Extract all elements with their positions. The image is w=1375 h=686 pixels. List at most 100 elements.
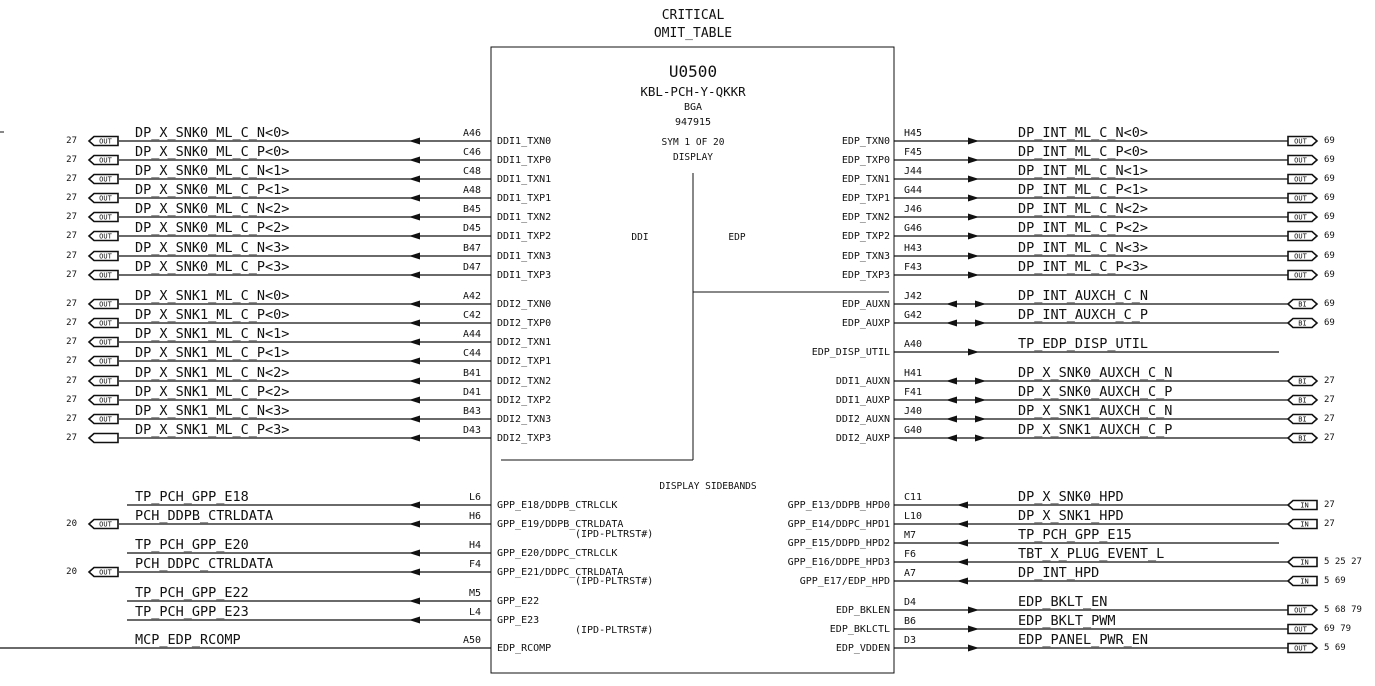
net-label: DP_X_SNK0_HPD bbox=[1018, 489, 1124, 505]
pin-label: DDI2_TXN1 bbox=[497, 337, 551, 348]
direction-arrow bbox=[975, 319, 986, 327]
net-label: DP_INT_ML_C_P<1> bbox=[1018, 182, 1148, 198]
pin-number: H45 bbox=[904, 128, 922, 139]
page-ref: 27 bbox=[66, 414, 77, 424]
port-tag-label: OUT bbox=[1294, 157, 1307, 165]
pin-label: EDP_RCOMP bbox=[497, 643, 551, 654]
net-label: DP_INT_ML_C_N<2> bbox=[1018, 201, 1148, 217]
net-label: DP_X_SNK0_ML_C_N<1> bbox=[135, 163, 289, 179]
net-label: DP_X_SNK0_ML_C_N<2> bbox=[135, 201, 289, 217]
pin-number: D3 bbox=[904, 635, 916, 646]
pin-label: EDP_BKLCTL bbox=[830, 624, 890, 635]
part-number: 947915 bbox=[675, 117, 711, 128]
pin-number: A40 bbox=[904, 339, 922, 350]
pin-number: F41 bbox=[904, 387, 922, 398]
pin-label: GPP_E17/EDP_HPD bbox=[800, 576, 890, 587]
port-tag-label: OUT bbox=[1294, 176, 1307, 184]
pin-number: F45 bbox=[904, 147, 922, 158]
port-tag-label: OUT bbox=[99, 272, 112, 280]
page-ref: 20 bbox=[66, 567, 77, 577]
direction-arrow bbox=[409, 194, 420, 202]
out-port-tag bbox=[87, 355, 119, 367]
port-tag-label: BI bbox=[1298, 416, 1306, 424]
pin-label: EDP_AUXN bbox=[842, 299, 890, 310]
in-port-tag bbox=[1286, 499, 1318, 511]
port-tag-label: OUT bbox=[1294, 626, 1307, 634]
port-tag-label: OUT bbox=[99, 214, 112, 222]
pin-label: DDI2_TXP1 bbox=[497, 356, 551, 367]
pin-number: J46 bbox=[904, 204, 922, 215]
net-label: DP_X_SNK1_ML_C_P<3> bbox=[135, 422, 289, 438]
pin-number: B6 bbox=[904, 616, 916, 627]
page-ref: 27 bbox=[66, 231, 77, 241]
page-ref: 69 bbox=[1324, 174, 1335, 184]
left-pin-row: GPP_E19/DDPB_CTRLDATAH6(IPD-PLTRST#)PCH_… bbox=[66, 508, 653, 540]
net-label: DP_X_SNK0_ML_C_N<3> bbox=[135, 240, 289, 256]
pin-label: DDI2_TXN0 bbox=[497, 299, 551, 310]
pin-label: GPP_E14/DDPC_HPD1 bbox=[788, 519, 890, 530]
port-tag-label: OUT bbox=[99, 397, 112, 405]
page-ref: 27 bbox=[66, 251, 77, 261]
port-tag-label: OUT bbox=[1294, 214, 1307, 222]
pin-number: G46 bbox=[904, 223, 922, 234]
pin-number: A7 bbox=[904, 568, 916, 579]
port-tag-label: OUT bbox=[99, 138, 112, 146]
direction-arrow bbox=[968, 137, 979, 145]
pin-number: B45 bbox=[463, 204, 481, 215]
pin-label: DDI2_TXN2 bbox=[497, 376, 551, 387]
page-ref: 27 bbox=[66, 212, 77, 222]
page-ref: 27 bbox=[66, 395, 77, 405]
net-label: DP_X_SNK1_ML_C_P<0> bbox=[135, 307, 289, 323]
out-port-tag bbox=[87, 269, 119, 281]
pin-label: DDI1_TXN0 bbox=[497, 136, 551, 147]
pin-label: GPP_E22 bbox=[497, 596, 539, 607]
page-ref: 20 bbox=[66, 519, 77, 529]
pin-label: DDI1_AUXP bbox=[836, 395, 890, 406]
direction-arrow bbox=[968, 271, 979, 279]
pin-label: GPP_E16/DDPE_HPD3 bbox=[788, 557, 890, 568]
page-ref: 5 68 79 bbox=[1324, 605, 1362, 615]
port-tag-label: OUT bbox=[1294, 138, 1307, 146]
port-tag-label: BI bbox=[1298, 435, 1306, 443]
out-port-tag bbox=[1287, 623, 1319, 635]
pin-label: DDI1_TXN1 bbox=[497, 174, 551, 185]
pin-label: EDP_TXP3 bbox=[842, 270, 890, 281]
in-port-tag bbox=[1286, 518, 1318, 530]
pin-number: B43 bbox=[463, 406, 481, 417]
bi-port-tag bbox=[1286, 432, 1319, 444]
out-port-tag bbox=[1287, 154, 1319, 166]
direction-arrow bbox=[409, 549, 420, 557]
port-tag-label: OUT bbox=[99, 378, 112, 386]
direction-arrow bbox=[409, 338, 420, 346]
direction-arrow bbox=[409, 175, 420, 183]
out-port-tag bbox=[87, 394, 119, 406]
direction-arrow bbox=[409, 520, 420, 528]
port-tag-label: BI bbox=[1298, 378, 1306, 386]
direction-arrow bbox=[409, 597, 420, 605]
left-pin-group: DDI1_TXN0A46DP_X_SNK0_ML_C_N<0>OUT27DDI1… bbox=[0, 125, 653, 654]
sidebands-label: DISPLAY SIDEBANDS bbox=[659, 481, 757, 492]
pin-number: G40 bbox=[904, 425, 922, 436]
symbol-section: SYM 1 OF 20 bbox=[662, 137, 725, 148]
net-label: TP_EDP_DISP_UTIL bbox=[1018, 336, 1148, 352]
pin-label: DDI2_AUXN bbox=[836, 414, 890, 425]
pin-number: M7 bbox=[904, 530, 916, 541]
pin-label: EDP_VDDEN bbox=[836, 643, 890, 654]
pin-number: L4 bbox=[469, 607, 481, 618]
direction-arrow bbox=[946, 434, 957, 442]
pin-label: GPP_E21/DDPC_CTRLDATA bbox=[497, 567, 623, 578]
port-tag-label: OUT bbox=[1294, 272, 1307, 280]
page-ref: 5 69 bbox=[1324, 576, 1346, 586]
out-port-tag bbox=[87, 250, 119, 262]
net-label: DP_INT_ML_C_N<1> bbox=[1018, 163, 1148, 179]
